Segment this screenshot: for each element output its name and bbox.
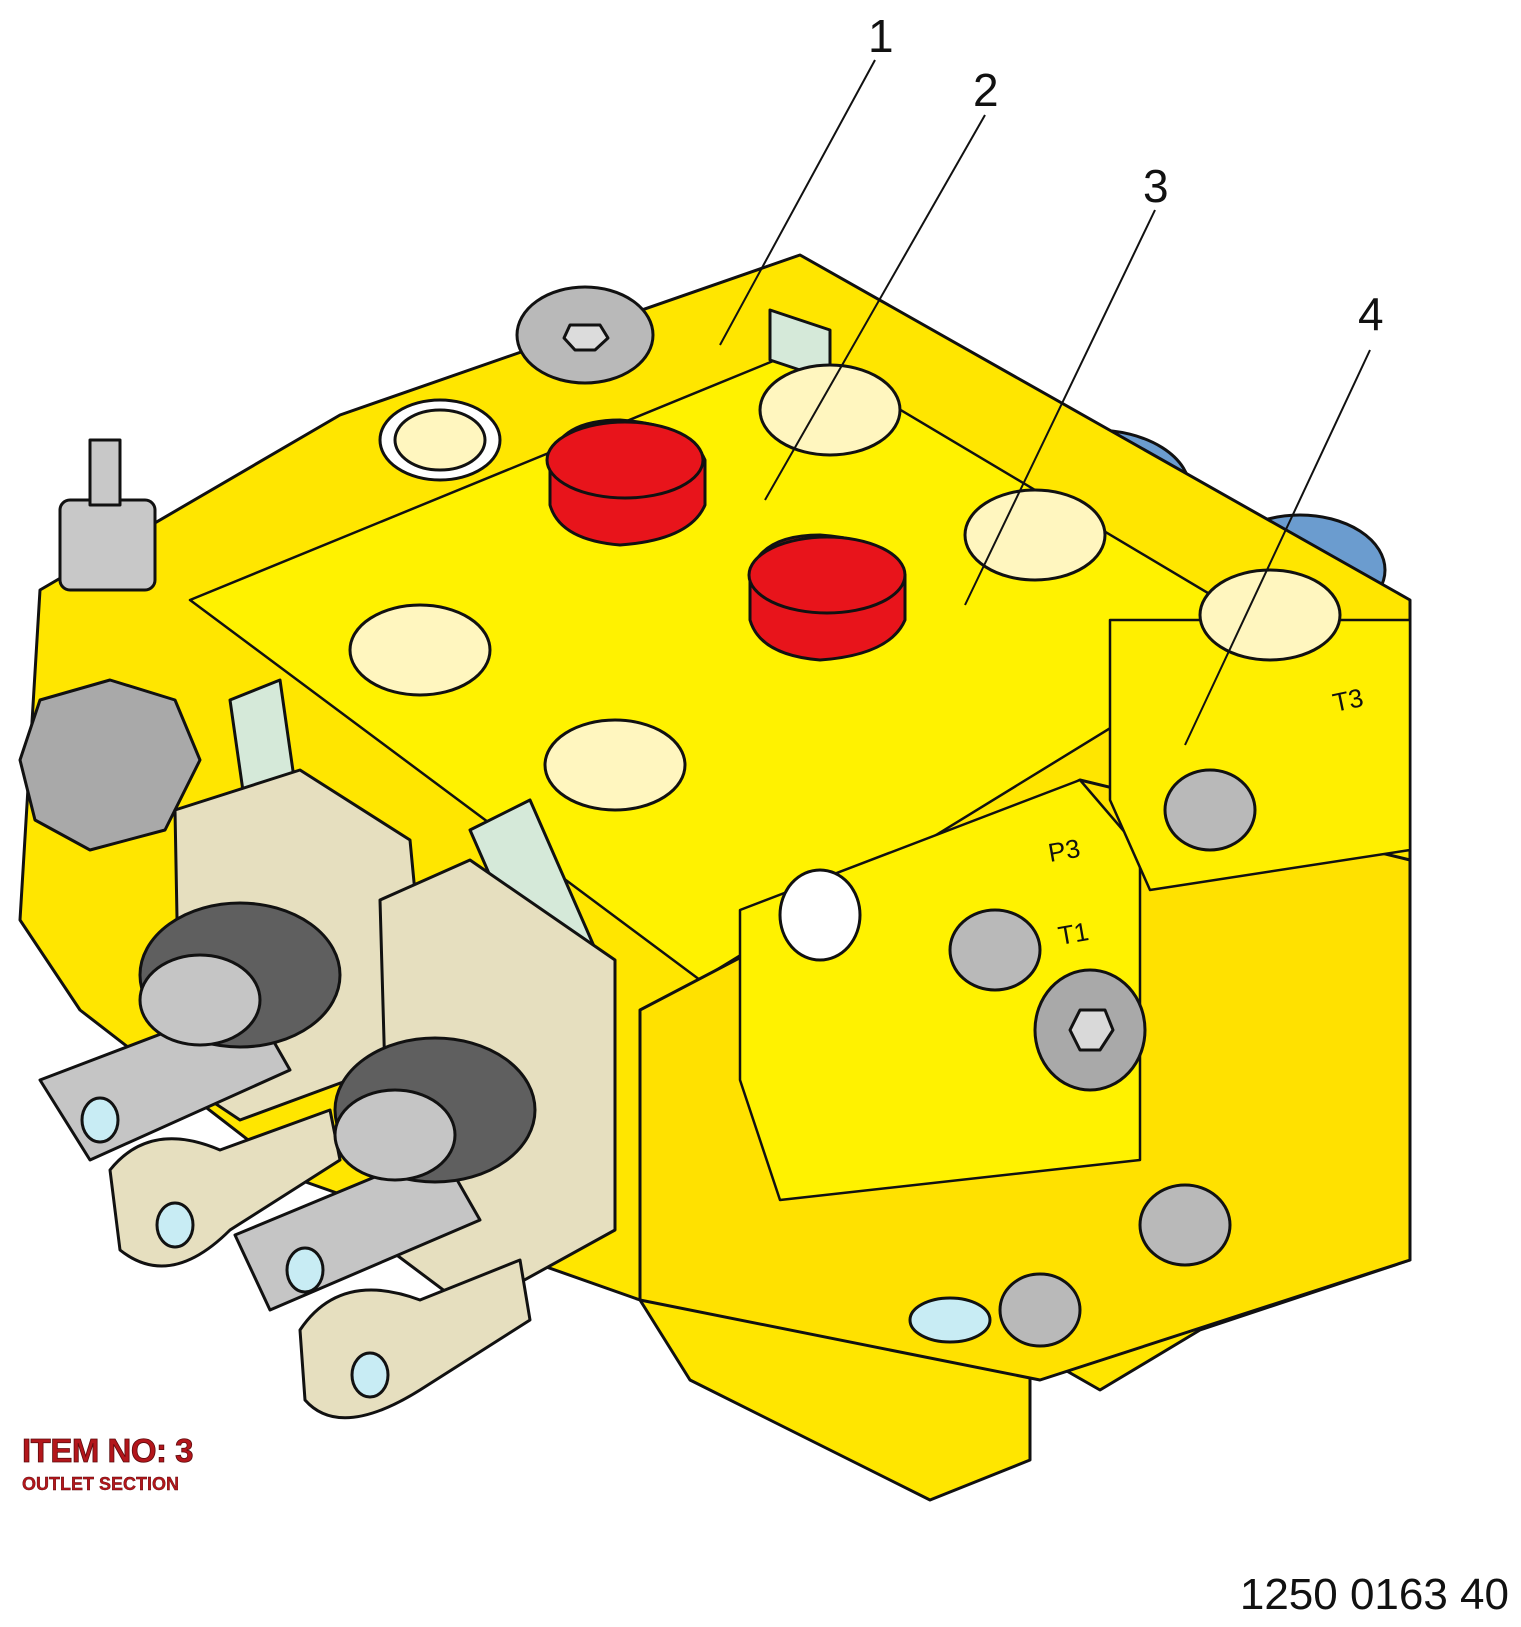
callout-1: 1	[868, 10, 894, 62]
item-number-label: ITEM NO: 3	[22, 1432, 194, 1470]
callout-3: 3	[1143, 160, 1169, 212]
port-openings	[348, 363, 1342, 1344]
leader-lines	[719, 59, 1371, 746]
port-label-p3: P3	[1046, 833, 1083, 868]
port-label-t1: T1	[1056, 916, 1091, 951]
eye-holes	[80, 1096, 390, 1399]
callout-4: 4	[1358, 288, 1384, 340]
callout-2: 2	[973, 64, 999, 116]
part-number: 1250 0163 40	[1239, 1570, 1509, 1619]
item-description-label: OUTLET SECTION	[22, 1474, 179, 1494]
red-caps	[545, 418, 907, 662]
port-label-t3: T3	[1330, 682, 1366, 718]
